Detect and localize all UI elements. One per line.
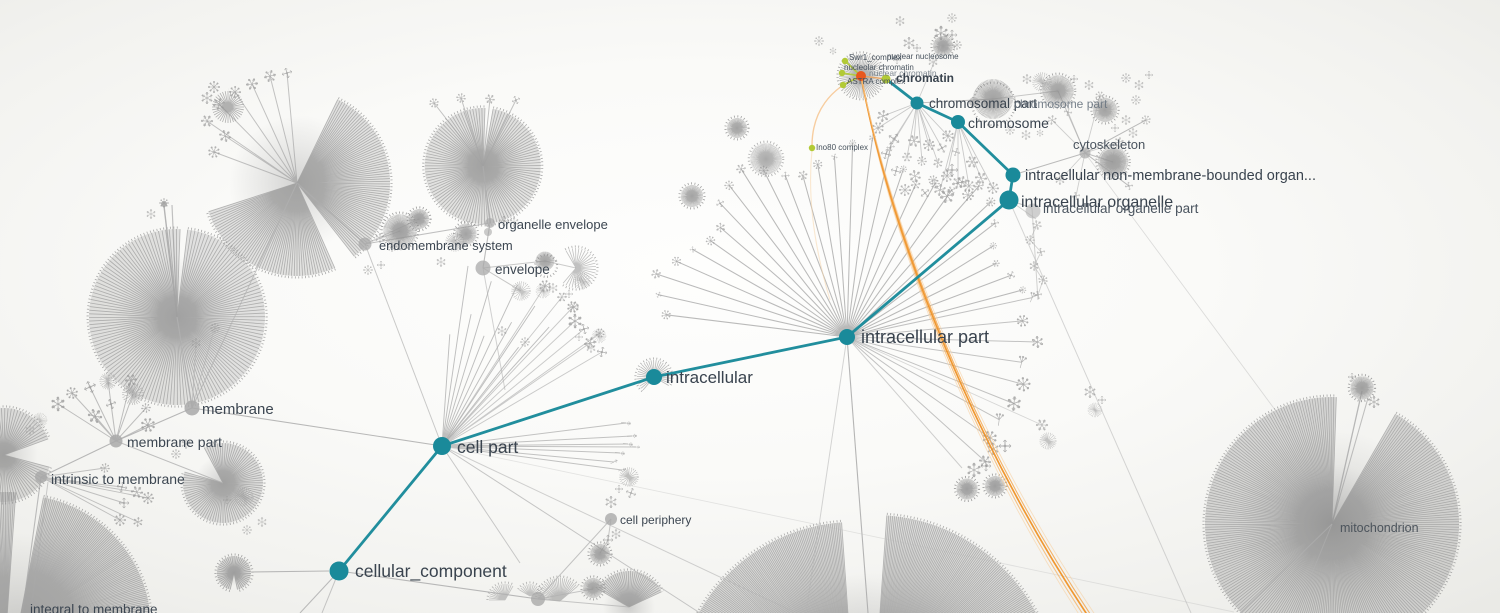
svg-text:intracellular non-membrane-bou: intracellular non-membrane-bounded organ… [1025, 168, 1316, 184]
svg-text:cell periphery: cell periphery [620, 513, 691, 527]
svg-text:cell part: cell part [457, 437, 518, 457]
svg-text:cellular_component: cellular_component [355, 561, 507, 582]
svg-text:nuclear chromatin: nuclear chromatin [869, 68, 937, 78]
svg-text:intracellular: intracellular [666, 368, 753, 387]
svg-text:chromosome: chromosome [968, 115, 1049, 131]
svg-text:intracellular organelle part: intracellular organelle part [1043, 201, 1199, 216]
svg-text:intracellular organelle: intracellular organelle [1021, 194, 1173, 211]
svg-text:organelle envelope: organelle envelope [498, 217, 608, 232]
svg-text:mitochondrion: mitochondrion [1340, 521, 1419, 535]
svg-text:chromosome part: chromosome part [1014, 97, 1108, 111]
svg-text:membrane part: membrane part [127, 434, 222, 450]
svg-text:Ino80 complex: Ino80 complex [816, 143, 868, 152]
svg-text:endomembrane system: endomembrane system [379, 238, 513, 253]
svg-text:chromatin: chromatin [896, 71, 954, 85]
svg-text:intrinsic to membrane: intrinsic to membrane [51, 471, 185, 487]
svg-text:cytoskeleton: cytoskeleton [1073, 137, 1145, 152]
svg-text:membrane: membrane [202, 401, 274, 418]
svg-text:integral to membrane: integral to membrane [30, 602, 158, 613]
svg-text:Swr1_complex: Swr1_complex [849, 53, 901, 62]
svg-text:intracellular part: intracellular part [861, 327, 989, 347]
svg-text:nuclear nucleosome: nuclear nucleosome [887, 52, 959, 61]
svg-text:chromosomal part: chromosomal part [929, 96, 1037, 111]
svg-text:ASTRA complex: ASTRA complex [847, 77, 905, 86]
svg-text:envelope: envelope [495, 262, 550, 277]
svg-text:nucleolar chromatin: nucleolar chromatin [844, 63, 914, 72]
